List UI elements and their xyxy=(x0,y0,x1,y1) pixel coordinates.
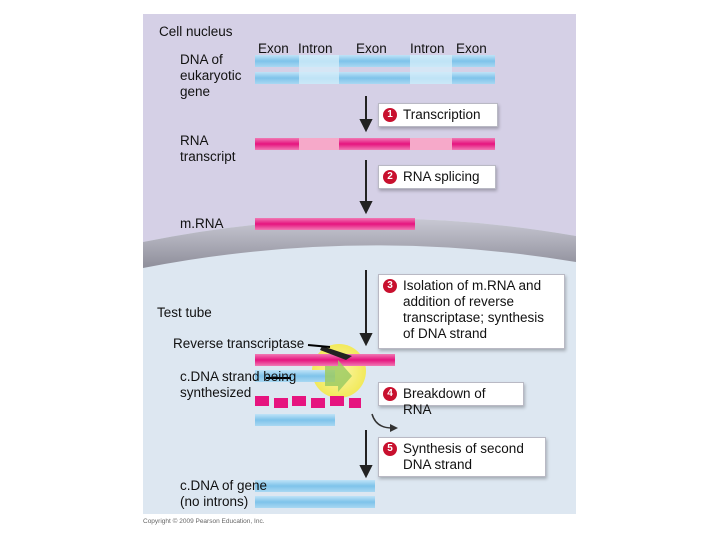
step-2-text: RNA splicing xyxy=(403,169,480,184)
step-1-number: 1 xyxy=(383,108,397,122)
nuclear-membrane xyxy=(143,218,576,268)
step-1-text: Transcription xyxy=(403,107,481,122)
copyright-text: Copyright © 2009 Pearson Education, Inc. xyxy=(143,518,265,525)
reverse-transcriptase-label: Reverse transcriptase xyxy=(173,336,305,351)
dna-intron-2 xyxy=(410,55,452,84)
step-4-text: Breakdown of RNA xyxy=(403,386,486,417)
step-5-text: Synthesis of second DNA strand xyxy=(403,441,524,472)
cdna-gene-strand-bottom xyxy=(255,496,375,508)
tube-mrna-strand xyxy=(255,354,395,366)
cdna-strand-label: c.DNA strand being synthesized xyxy=(180,369,297,400)
step-3-text: Isolation of m.RNA and addition of rever… xyxy=(403,278,545,341)
test-tube-label: Test tube xyxy=(157,305,212,320)
exon-label-3: Exon xyxy=(456,41,487,56)
mrna-strand xyxy=(255,218,415,230)
dna-gene-label: DNA of eukaryotic gene xyxy=(180,52,242,99)
reverse-transcriptase-enzyme xyxy=(320,346,352,360)
cell-nucleus-label: Cell nucleus xyxy=(159,24,233,39)
step-2-number: 2 xyxy=(383,170,397,184)
curved-arrow-head xyxy=(390,424,398,432)
curved-arrow xyxy=(371,413,393,429)
exon-label-1: Exon xyxy=(258,41,289,56)
step-5-box: 5 Synthesis of second DNA strand xyxy=(378,437,546,477)
step-3-box: 3 Isolation of m.RNA and addition of rev… xyxy=(378,274,565,349)
cdna-gene-strand-top xyxy=(255,480,375,492)
step-1-box: 1 Transcription xyxy=(378,103,498,127)
step-5-number: 5 xyxy=(383,442,397,456)
synthesis-direction-arrow xyxy=(325,360,352,392)
step-4-number: 4 xyxy=(383,387,397,401)
rna-transcript-label: RNA transcript xyxy=(180,133,236,164)
cdna-gene-label: c.DNA of gene (no introns) xyxy=(180,478,268,509)
rna-fragments xyxy=(255,396,361,408)
dna-intron-1 xyxy=(299,55,339,84)
rna-transcript-strand xyxy=(255,138,495,150)
dna-gene xyxy=(255,55,495,84)
step-2-box: 2 RNA splicing xyxy=(378,165,496,189)
pointer-reverse-transcriptase xyxy=(307,344,331,348)
single-cdna-strand xyxy=(255,414,335,426)
flow-arrows xyxy=(359,96,373,479)
intron-label-1: Intron xyxy=(298,41,333,56)
exon-label-2: Exon xyxy=(356,41,387,56)
step-3-number: 3 xyxy=(383,279,397,293)
mrna-label: m.RNA xyxy=(180,216,224,231)
step-4-box: 4 Breakdown of RNA xyxy=(378,382,524,417)
intron-label-2: Intron xyxy=(410,41,445,56)
